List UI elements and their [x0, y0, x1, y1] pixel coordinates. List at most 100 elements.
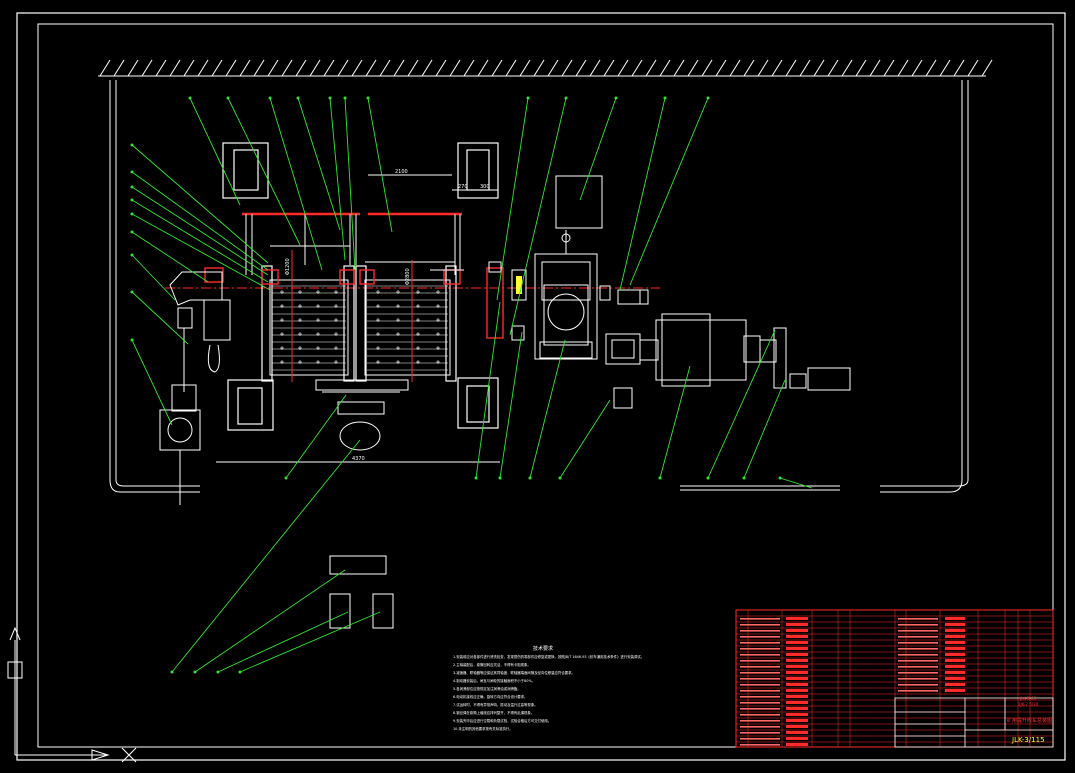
notes-line-2: 2.主轴装配后，卷筒回转应灵活，不得有卡阻现象。 [453, 662, 531, 667]
hatch-mark [491, 59, 503, 77]
hatch-mark [351, 59, 363, 77]
hatch-mark [771, 59, 783, 77]
hatch-mark [421, 59, 433, 77]
hatch-mark [953, 59, 965, 77]
parts-name-cell [786, 671, 808, 674]
hatch-mark [407, 59, 419, 77]
hatch-mark [603, 59, 615, 77]
leader-dot [130, 185, 134, 189]
parts-code-cell [898, 672, 938, 674]
leader-dot [170, 670, 174, 674]
leader-dot [558, 476, 562, 480]
hatch-mark [897, 59, 909, 77]
leader-dot [130, 338, 134, 342]
notes-line-8: 8.钢丝绳在卷筒上缠绕应排列整齐，不得有乱绳现象。 [453, 710, 534, 715]
leader-line [559, 399, 611, 479]
hatch-mark [841, 59, 853, 77]
dim-vertical-2: Φ2800 [405, 268, 411, 285]
leader-line [659, 365, 691, 479]
parts-code-cell [740, 666, 780, 668]
leader-dot [130, 230, 134, 234]
parts-code-cell [740, 744, 780, 746]
hatch-mark [981, 59, 993, 77]
parts-name-cell [945, 635, 965, 638]
hatch-mark [533, 59, 545, 77]
hatch-mark [813, 59, 825, 77]
hatch-mark [967, 59, 979, 77]
leader-line [131, 339, 173, 426]
drum-flanges [261, 265, 457, 382]
parts-name-cell [786, 701, 808, 704]
dim-overall: 4370 [352, 456, 365, 462]
leader-line [529, 339, 566, 479]
parts-code-cell [740, 720, 780, 722]
hatch-mark [225, 59, 237, 77]
technical-notes: 技术要求 1.安装前应对各部件进行清洗检查，发现损伤的零部件应修复或更换，按照J… [453, 645, 644, 731]
parts-name-cell [786, 683, 808, 686]
parts-name-cell [945, 665, 965, 668]
parts-name-cell [786, 617, 808, 620]
parts-code-cell [898, 630, 938, 632]
parts-name-cell [945, 641, 965, 644]
parts-code-cell [898, 624, 938, 626]
parts-name-cell [786, 665, 808, 668]
hatch-mark [673, 59, 685, 77]
hatch-mark [827, 59, 839, 77]
leader-dot [474, 476, 478, 480]
leader-line [131, 291, 189, 345]
leader-line [171, 439, 361, 673]
leader-dot [706, 96, 710, 100]
leader-dot [663, 96, 667, 100]
parts-name-cell [786, 647, 808, 650]
parts-code-cell [898, 654, 938, 656]
parts-code-cell [740, 690, 780, 692]
parts-name-cell [945, 623, 965, 626]
hatch-mark [141, 59, 153, 77]
leader-dot [130, 253, 134, 257]
leader-line [496, 97, 529, 301]
parts-code-cell [898, 642, 938, 644]
leader-line [194, 569, 346, 673]
leader-line [344, 97, 356, 271]
parts-code-cell [740, 678, 780, 680]
title-block-code-1: JLK-3-00 [1019, 696, 1037, 701]
parts-name-cell [945, 647, 965, 650]
leader-dot [526, 96, 530, 100]
part-leader-lines [130, 96, 813, 674]
hatch-mark [295, 59, 307, 77]
notes-line-6: 6.电动机接线应正确，旋转方向应符合设计要求。 [453, 694, 527, 699]
leader-line [629, 97, 709, 286]
hatch-mark [589, 59, 601, 77]
leader-dot [284, 476, 288, 480]
leader-dot [366, 96, 370, 100]
detail-views [329, 555, 394, 629]
leader-line [131, 144, 269, 264]
parts-code-cell [898, 678, 938, 680]
parts-name-cell [786, 653, 808, 656]
parts-code-cell [898, 660, 938, 662]
leader-line [367, 97, 393, 233]
parts-code-cell [740, 618, 780, 620]
leader-dot [216, 670, 220, 674]
hatch-mark [323, 59, 335, 77]
auxiliary-motor [759, 327, 851, 391]
leader-line [131, 186, 269, 276]
parts-name-cell [786, 689, 808, 692]
notes-line-5: 5.各润滑部位应按规定加注润滑油或润滑脂。 [453, 686, 521, 691]
hatch-mark [309, 59, 321, 77]
parts-code-cell [740, 702, 780, 704]
leader-dot [343, 96, 347, 100]
parts-name-cell [945, 683, 965, 686]
hatch-mark [785, 59, 797, 77]
hatch-mark [799, 59, 811, 77]
title-block-code-2: 2JK-2.5/20 [1018, 702, 1039, 707]
parts-name-cell [945, 671, 965, 674]
notes-line-10: 10.未注明的其他要求按有关标准执行。 [453, 726, 513, 731]
leader-dot [193, 670, 197, 674]
drum-dimension-lines [291, 250, 413, 382]
dim-vertical-1: Φ1200 [285, 258, 291, 275]
leader-dot [614, 96, 618, 100]
leader-line [579, 97, 617, 201]
hatch-mark [855, 59, 867, 77]
leader-line [743, 379, 786, 479]
